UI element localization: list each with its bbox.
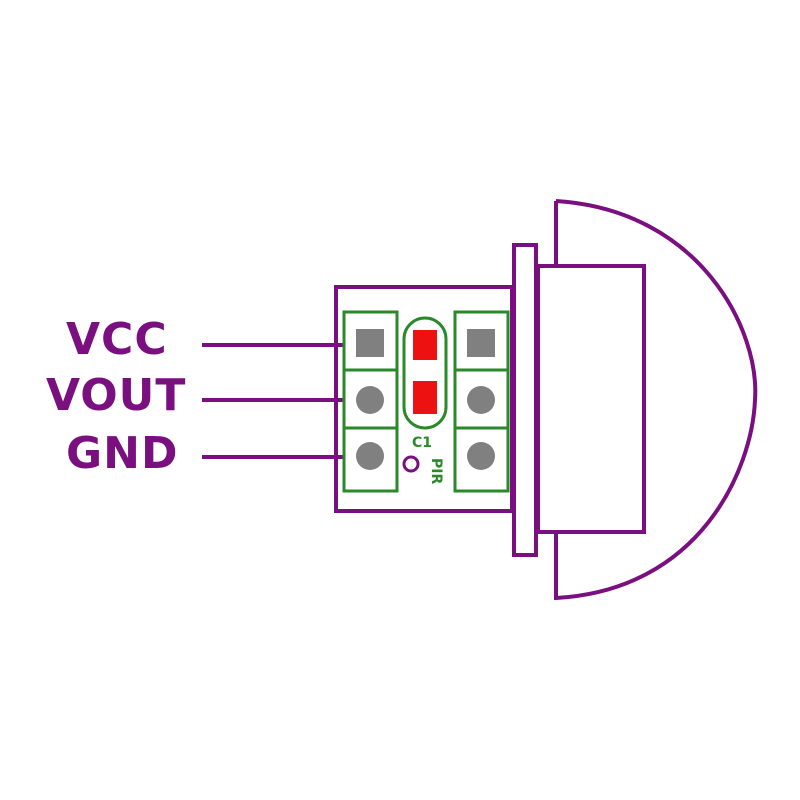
pin-label-vout: VOUT (46, 370, 187, 421)
round-pad-icon (356, 386, 384, 414)
lens-flange (512, 243, 538, 557)
square-pad-icon (467, 329, 495, 357)
pin-label-vcc: VCC (66, 314, 168, 365)
via-icon (402, 455, 420, 473)
round-pad-icon (356, 442, 384, 470)
left-header-footprint (342, 310, 399, 493)
right-header-footprint (453, 310, 510, 493)
round-pad-icon (467, 442, 495, 470)
smd-pad-bottom (413, 381, 437, 414)
silk-c1: C1 (412, 435, 432, 451)
lens-base (536, 264, 646, 534)
round-pad-icon (467, 386, 495, 414)
pin-label-gnd: GND (66, 428, 179, 479)
square-pad-icon (356, 329, 384, 357)
capacitor-c1-footprint (402, 316, 448, 430)
silk-pir: PIR (428, 458, 444, 484)
fresnel-dome-outline (554, 199, 758, 601)
smd-pad-top (413, 330, 437, 360)
